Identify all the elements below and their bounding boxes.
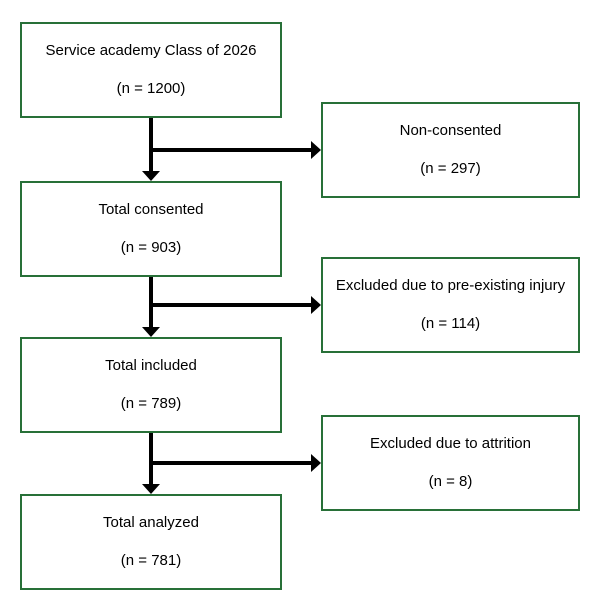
down-arrowhead-icon: [142, 327, 160, 337]
box-count: (n = 114): [420, 315, 481, 332]
flow-box-service-academy-class: Service academy Class of 2026 (n = 1200): [20, 22, 282, 118]
arrow-line-horizontal-2: [149, 303, 311, 307]
arrow-line-vertical-2: [149, 277, 153, 327]
right-arrowhead-icon: [311, 454, 321, 472]
box-count: (n = 789): [120, 395, 182, 412]
box-label: Total consented: [98, 201, 204, 218]
box-count: (n = 297): [420, 160, 481, 177]
arrow-line-vertical-1: [149, 118, 153, 171]
down-arrowhead-icon: [142, 484, 160, 494]
flow-box-excluded-attrition: Excluded due to attrition (n = 8): [321, 415, 580, 511]
down-arrowhead-icon: [142, 171, 160, 181]
box-label: Total analyzed: [103, 514, 199, 531]
right-arrowhead-icon: [311, 141, 321, 159]
flow-box-total-analyzed: Total analyzed (n = 781): [20, 494, 282, 590]
box-label: Total included: [105, 357, 197, 374]
arrow-line-vertical-3: [149, 433, 153, 484]
box-label: Excluded due to attrition: [370, 435, 531, 452]
box-label: Non-consented: [399, 122, 502, 139]
arrow-line-horizontal-3: [149, 461, 311, 465]
box-label: Excluded due to pre-existing injury: [335, 277, 566, 294]
flow-box-non-consented: Non-consented (n = 297): [321, 102, 580, 198]
box-count: (n = 781): [120, 552, 182, 569]
flow-box-total-consented: Total consented (n = 903): [20, 181, 282, 277]
right-arrowhead-icon: [311, 296, 321, 314]
box-count: (n = 1200): [116, 80, 186, 97]
arrow-line-horizontal-1: [149, 148, 311, 152]
flow-box-excluded-preexisting-injury: Excluded due to pre-existing injury (n =…: [321, 257, 580, 353]
box-count: (n = 903): [120, 239, 182, 256]
box-count: (n = 8): [428, 473, 473, 490]
flow-box-total-included: Total included (n = 789): [20, 337, 282, 433]
box-label: Service academy Class of 2026: [45, 42, 257, 59]
